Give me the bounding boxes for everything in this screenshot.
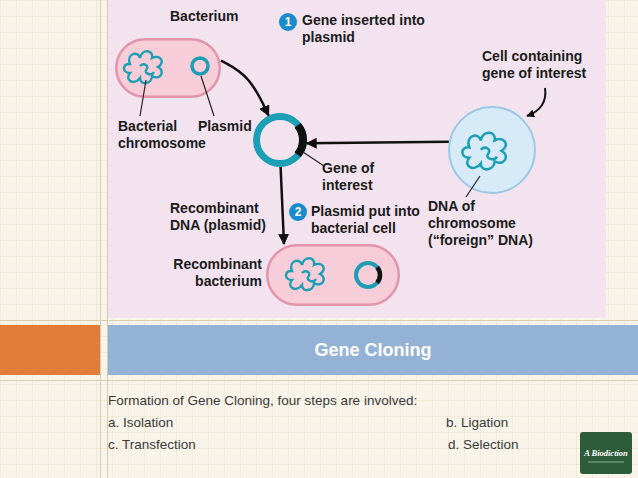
ring-shape [257,117,304,164]
part-label: DNA of chromosome (“foreign” DNA) [428,198,552,249]
leader-line [140,80,146,116]
margin-rule [100,0,101,478]
callout-number: 2 [289,203,307,221]
band-shape [580,432,632,474]
circle-shape [449,107,535,193]
list-item: c. Transfection [108,436,308,453]
leader-arrow [527,88,545,116]
leader-line [201,76,214,116]
band-rule [0,320,638,321]
logo-badge: A Biodiction [580,432,632,474]
circle-shape [279,13,297,31]
gene-segment [298,125,303,155]
chromosome-squiggle [124,51,162,83]
arrow-connector [307,142,449,144]
title-band: Gene Cloning [108,325,638,375]
part-label: Bacterial chromosome [118,118,198,152]
slide-title: Gene Cloning [108,325,638,375]
chromosome-squiggle [286,258,324,290]
list-item: d. Selection [448,436,573,453]
capsule-shape [267,245,399,305]
logo-rule [588,462,624,463]
plasmid-ring [192,58,208,74]
circle-shape [289,203,307,221]
donor-cell-outline [448,106,536,194]
plasmid-ring [356,263,380,287]
leader-line [466,176,480,197]
cell-heading: Cell containing gene of interest [482,48,606,82]
cell-heading: Recombinant bacterium [158,256,262,290]
donor-cell: Cell containing gene of interest [448,106,536,194]
band-rule [0,380,638,381]
part-label: Gene of interest [322,160,394,194]
gene-segment [377,267,380,282]
band-shape [108,325,638,375]
callout-circle: 1 [279,13,297,31]
chromosome-squiggle [462,133,505,170]
margin-rule [107,0,108,478]
illustration-background [108,0,606,318]
plasmid-heading: Recombinant DNA (plasmid) [170,200,282,234]
arrow-connector [221,61,269,116]
recombinant-plasmid: Recombinant DNA (plasmid) [253,113,307,167]
callout-number: 1 [279,13,297,31]
step-label: Gene inserted into plasmid [302,12,437,46]
leader-line [303,152,324,166]
arrow-connector [281,167,284,244]
accent-bar [0,325,100,375]
logo-text: A Biodiction [580,432,632,474]
cell-heading: Bacterium [170,8,260,25]
capsule-shape [116,39,220,97]
step-label: Plasmid put into bacterial cell [311,203,423,237]
callout-circle: 2 [289,203,307,221]
recombinant-plasmid-outline [253,113,307,167]
list-item: a. Isolation [108,414,308,431]
part-label: Plasmid [198,118,258,135]
list-item: b. Ligation [446,414,576,431]
body-text: Formation of Gene Cloning, four steps ar… [108,392,528,409]
